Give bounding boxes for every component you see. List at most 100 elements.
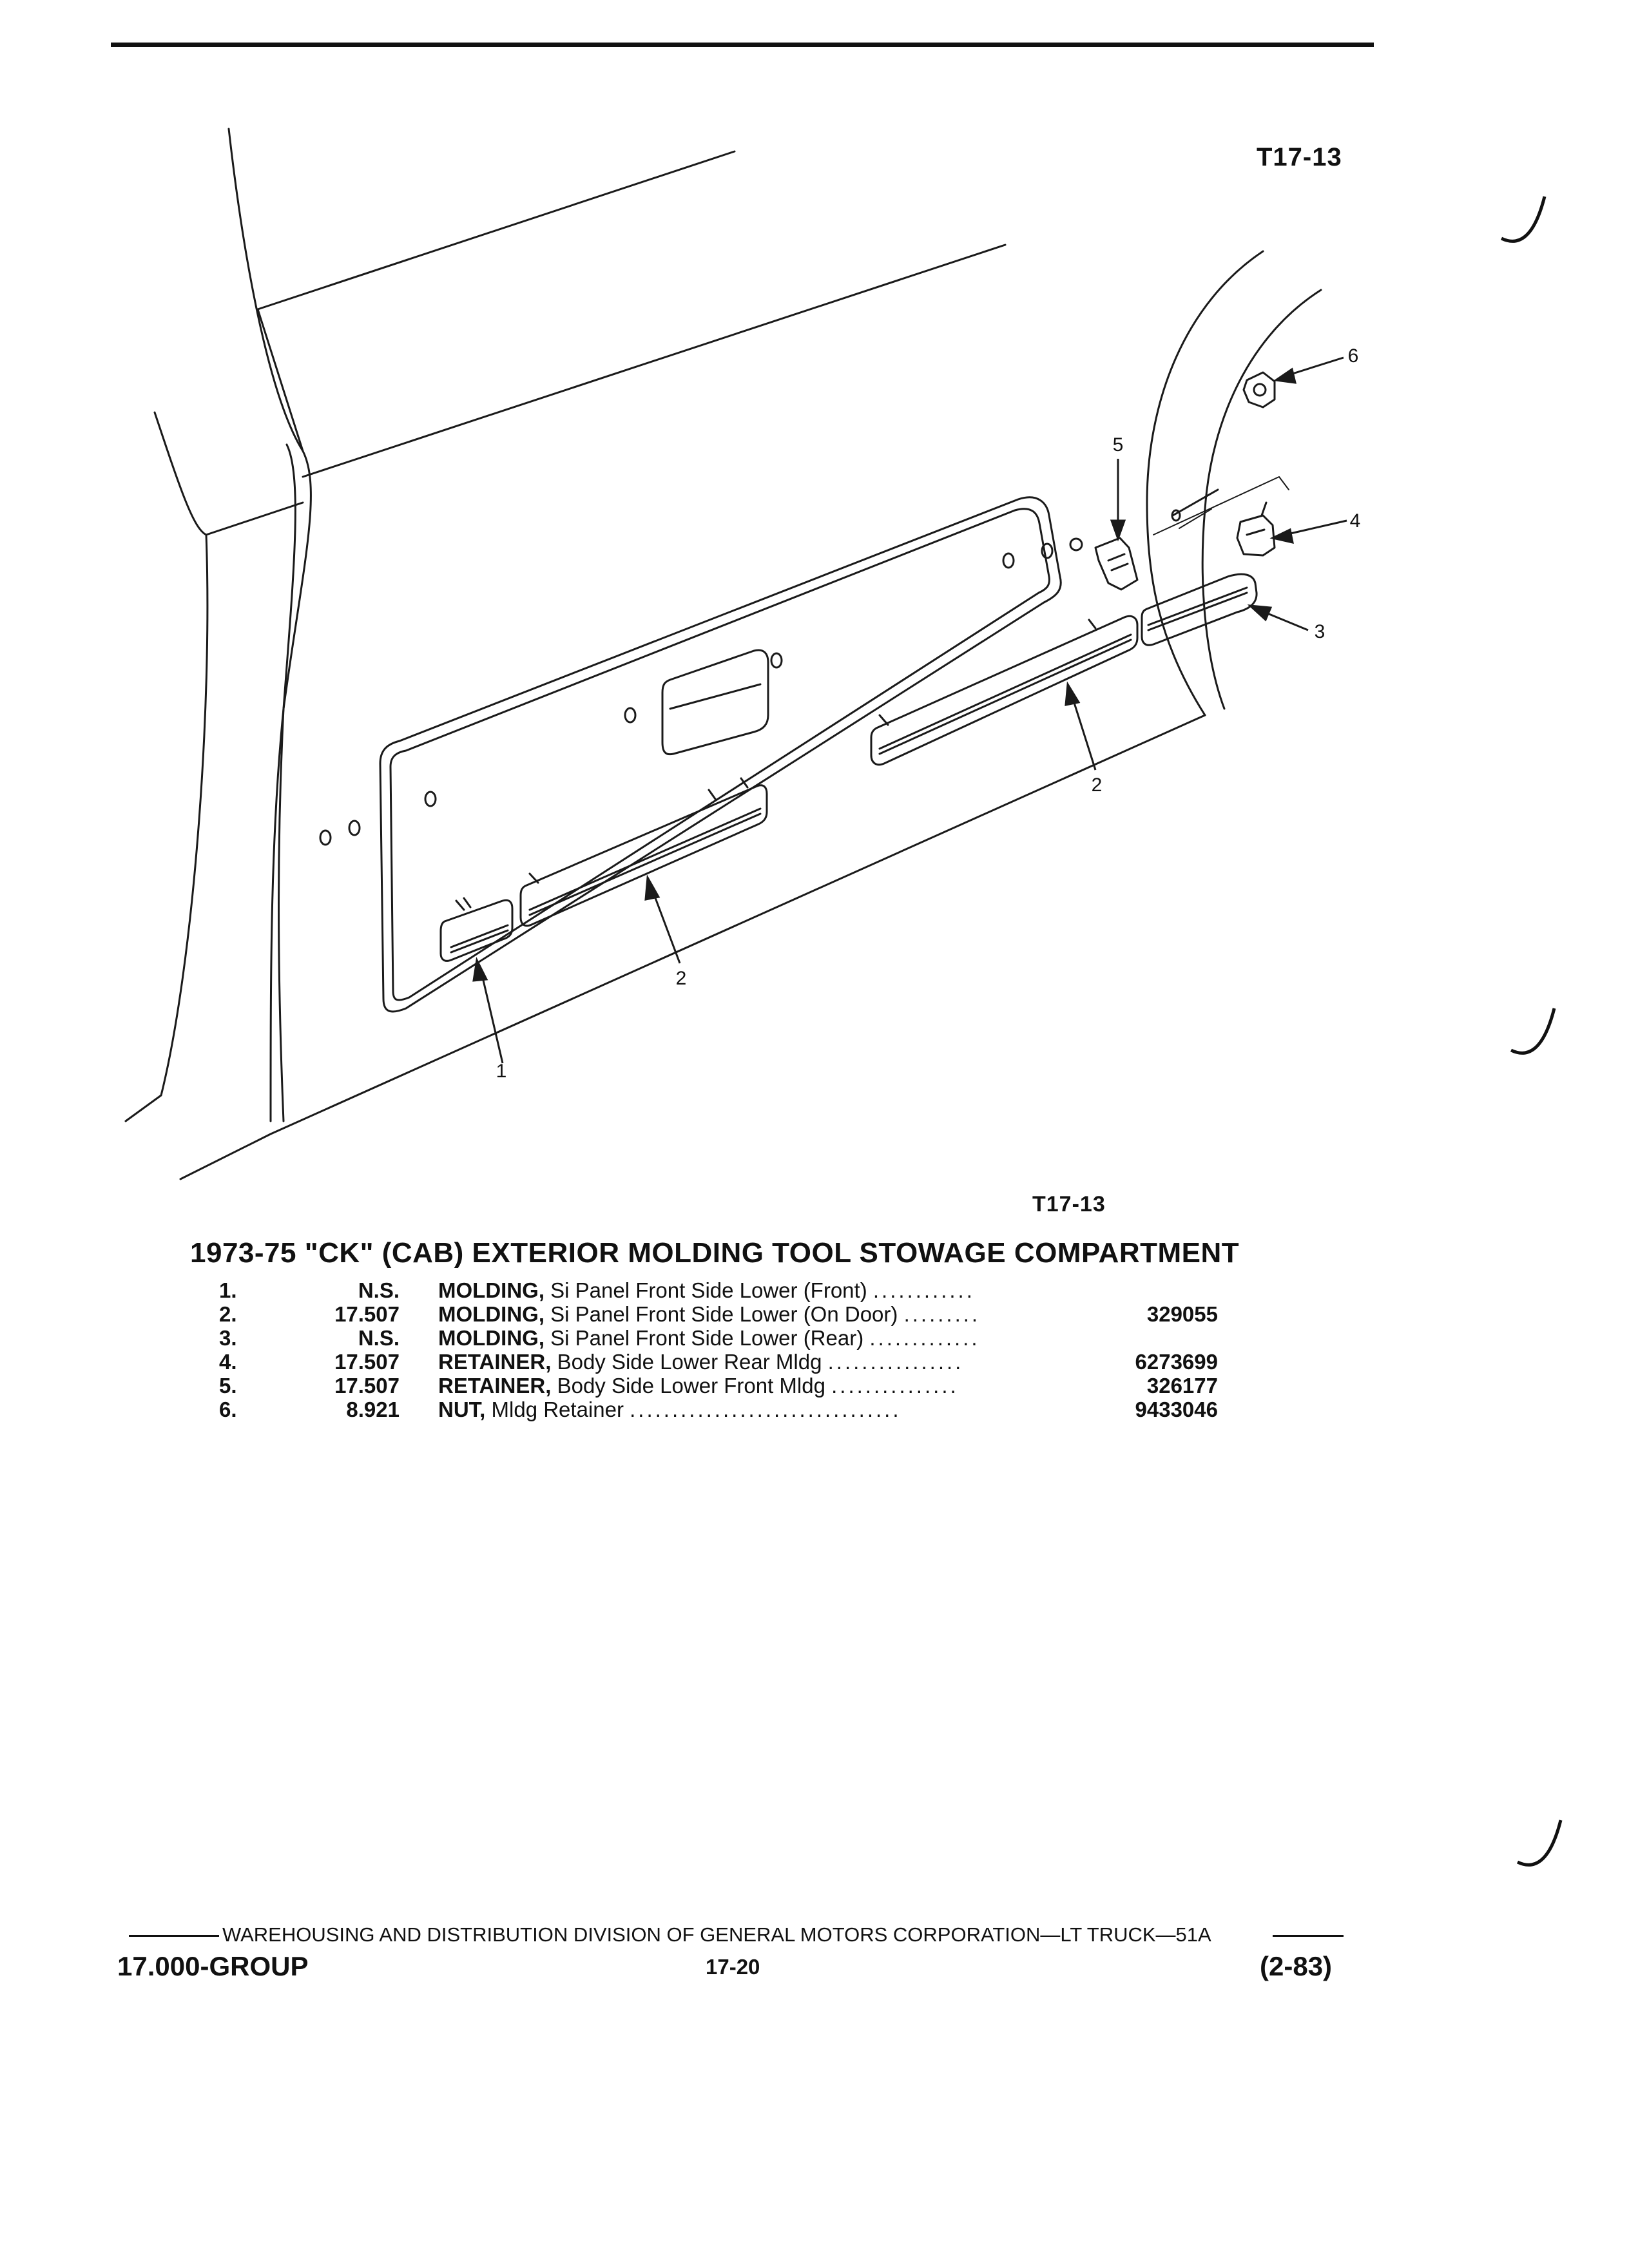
retainer-front bbox=[1094, 537, 1139, 591]
compartment-door-panel bbox=[379, 496, 1062, 1013]
molding-rear-curved-stripe bbox=[1147, 591, 1248, 631]
molding-front-stripe bbox=[450, 924, 509, 948]
callout-label-2: 2 bbox=[1092, 774, 1103, 796]
molding-front bbox=[439, 899, 514, 962]
item-detail: Si Panel Front Side Lower (On Door) bbox=[550, 1302, 898, 1326]
leader-dots: ......... bbox=[903, 1302, 981, 1326]
exploded-view-diagram: 1 2 2 3 4 5 6 bbox=[124, 128, 1361, 1180]
mount-hole bbox=[1002, 552, 1015, 569]
molding-clip bbox=[455, 897, 472, 911]
parts-list-row: 6. 8.921 NUT, Mldg Retainer ............… bbox=[219, 1398, 1231, 1421]
retainer-rear bbox=[1236, 514, 1276, 557]
group-number: N.S. bbox=[358, 1278, 400, 1302]
cab-belt-line-2 bbox=[205, 501, 304, 536]
item-name: NUT, bbox=[438, 1398, 486, 1421]
molding-door-rear bbox=[870, 615, 1139, 766]
parts-list-row: 3. N.S. MOLDING, Si Panel Front Side Low… bbox=[219, 1326, 1231, 1350]
callout-label-3: 3 bbox=[1315, 621, 1325, 642]
leader-line-dash bbox=[1179, 508, 1212, 529]
item-name: MOLDING, bbox=[438, 1326, 545, 1350]
molding-rear-curved-stripe bbox=[1147, 586, 1248, 626]
item-detail: Body Side Lower Front Mldg bbox=[557, 1374, 825, 1398]
callout-arrowhead-2b bbox=[1065, 681, 1081, 706]
molding-clip bbox=[878, 714, 889, 726]
callout-arrowhead-1 bbox=[472, 957, 488, 982]
item-description: NUT, Mldg Retainer .....................… bbox=[438, 1398, 1095, 1422]
cab-window-bottom bbox=[256, 308, 304, 452]
part-number: 329055 bbox=[1146, 1302, 1218, 1326]
item-number: 1. bbox=[219, 1278, 237, 1302]
item-name: RETAINER, bbox=[438, 1374, 552, 1398]
item-description: MOLDING, Si Panel Front Side Lower (Rear… bbox=[438, 1326, 1095, 1350]
retainer-nut-hole bbox=[1253, 383, 1267, 397]
molding-door-front-stripe bbox=[528, 807, 762, 911]
item-description: RETAINER, Body Side Lower Rear Mldg ....… bbox=[438, 1350, 1095, 1374]
rear-wheel-opening bbox=[1146, 250, 1264, 716]
retainer-rear-detail bbox=[1246, 528, 1266, 536]
callout-arrowhead-2a bbox=[644, 874, 660, 901]
molding-rear-curved bbox=[1141, 573, 1258, 646]
group-number: 17.507 bbox=[334, 1302, 400, 1326]
compartment-door-panel-inner bbox=[389, 508, 1050, 1001]
item-detail: Mldg Retainer bbox=[491, 1398, 624, 1421]
callout-label-5: 5 bbox=[1113, 434, 1124, 456]
revision-date: (2-83) bbox=[1260, 1951, 1333, 1981]
molding-door-rear-stripe bbox=[878, 639, 1132, 755]
footer-publisher: WAREHOUSING AND DISTRIBUTION DIVISION OF… bbox=[222, 1923, 1211, 1946]
footer-rule-right bbox=[1273, 1935, 1344, 1937]
leader-dots: ............. bbox=[869, 1326, 980, 1350]
cab-outline bbox=[227, 128, 312, 1122]
callout-label-1: 1 bbox=[496, 1061, 507, 1082]
item-number: 3. bbox=[219, 1326, 237, 1350]
mount-hole bbox=[624, 707, 637, 724]
callout-leader-1 bbox=[479, 966, 504, 1064]
figure-id-bottom: T17-13 bbox=[1032, 1192, 1106, 1216]
leader-dots: ................ bbox=[827, 1350, 964, 1374]
cab-rocker bbox=[179, 714, 1206, 1180]
rear-fender-line bbox=[1171, 488, 1219, 517]
figure-id-top: T17-13 bbox=[1257, 143, 1342, 171]
molding-clip bbox=[528, 872, 539, 884]
retainer-rear-tab bbox=[1260, 501, 1268, 517]
cab-belt-line-1 bbox=[302, 244, 1007, 478]
part-number: 6273699 bbox=[1135, 1350, 1218, 1374]
margin-check-mark bbox=[1500, 196, 1547, 243]
group-number: 8.921 bbox=[346, 1398, 400, 1421]
latch-handle bbox=[661, 649, 769, 756]
margin-check-mark bbox=[1516, 1820, 1563, 1867]
item-detail: Si Panel Front Side Lower (Front) bbox=[550, 1278, 867, 1302]
item-number: 6. bbox=[219, 1398, 237, 1421]
item-detail: Si Panel Front Side Lower (Rear) bbox=[550, 1326, 864, 1350]
callout-label-6: 6 bbox=[1348, 345, 1359, 367]
part-number: 9433046 bbox=[1135, 1398, 1218, 1421]
callout-label-2: 2 bbox=[676, 968, 687, 989]
mount-hole bbox=[348, 820, 361, 836]
footer-rule-left bbox=[129, 1935, 219, 1937]
molding-door-rear-stripe bbox=[878, 633, 1132, 750]
mount-hole bbox=[1041, 543, 1054, 559]
parts-list-row: 5. 17.507 RETAINER, Body Side Lower Fron… bbox=[219, 1374, 1231, 1398]
molding-front-stripe bbox=[450, 929, 509, 954]
mount-hole bbox=[424, 791, 437, 807]
retainer-nut bbox=[1242, 371, 1276, 408]
leader-dots: ................................ bbox=[630, 1398, 901, 1421]
item-name: RETAINER, bbox=[438, 1350, 552, 1374]
item-description: MOLDING, Si Panel Front Side Lower (On D… bbox=[438, 1302, 1095, 1327]
callout-leader-2a bbox=[650, 885, 681, 964]
item-number: 2. bbox=[219, 1302, 237, 1326]
rear-wheel-opening-outer bbox=[1201, 289, 1322, 710]
item-name: MOLDING, bbox=[438, 1278, 545, 1302]
group-number: 17.507 bbox=[334, 1374, 400, 1398]
cab-roof-line bbox=[256, 150, 736, 311]
item-name: MOLDING, bbox=[438, 1302, 545, 1326]
section-title: 1973-75 "CK" (CAB) EXTERIOR MOLDING TOOL… bbox=[190, 1237, 1240, 1269]
callout-arrowhead-5 bbox=[1110, 519, 1126, 542]
leader-line-dash bbox=[1153, 476, 1289, 535]
callout-arrowhead-3 bbox=[1247, 604, 1273, 622]
callout-leader-2b bbox=[1070, 692, 1097, 771]
margin-check-mark bbox=[1510, 1008, 1556, 1055]
callout-label-4: 4 bbox=[1350, 510, 1361, 532]
molding-clip bbox=[1088, 619, 1097, 629]
item-detail: Body Side Lower Rear Mldg bbox=[557, 1350, 822, 1374]
part-number: 326177 bbox=[1146, 1374, 1218, 1398]
